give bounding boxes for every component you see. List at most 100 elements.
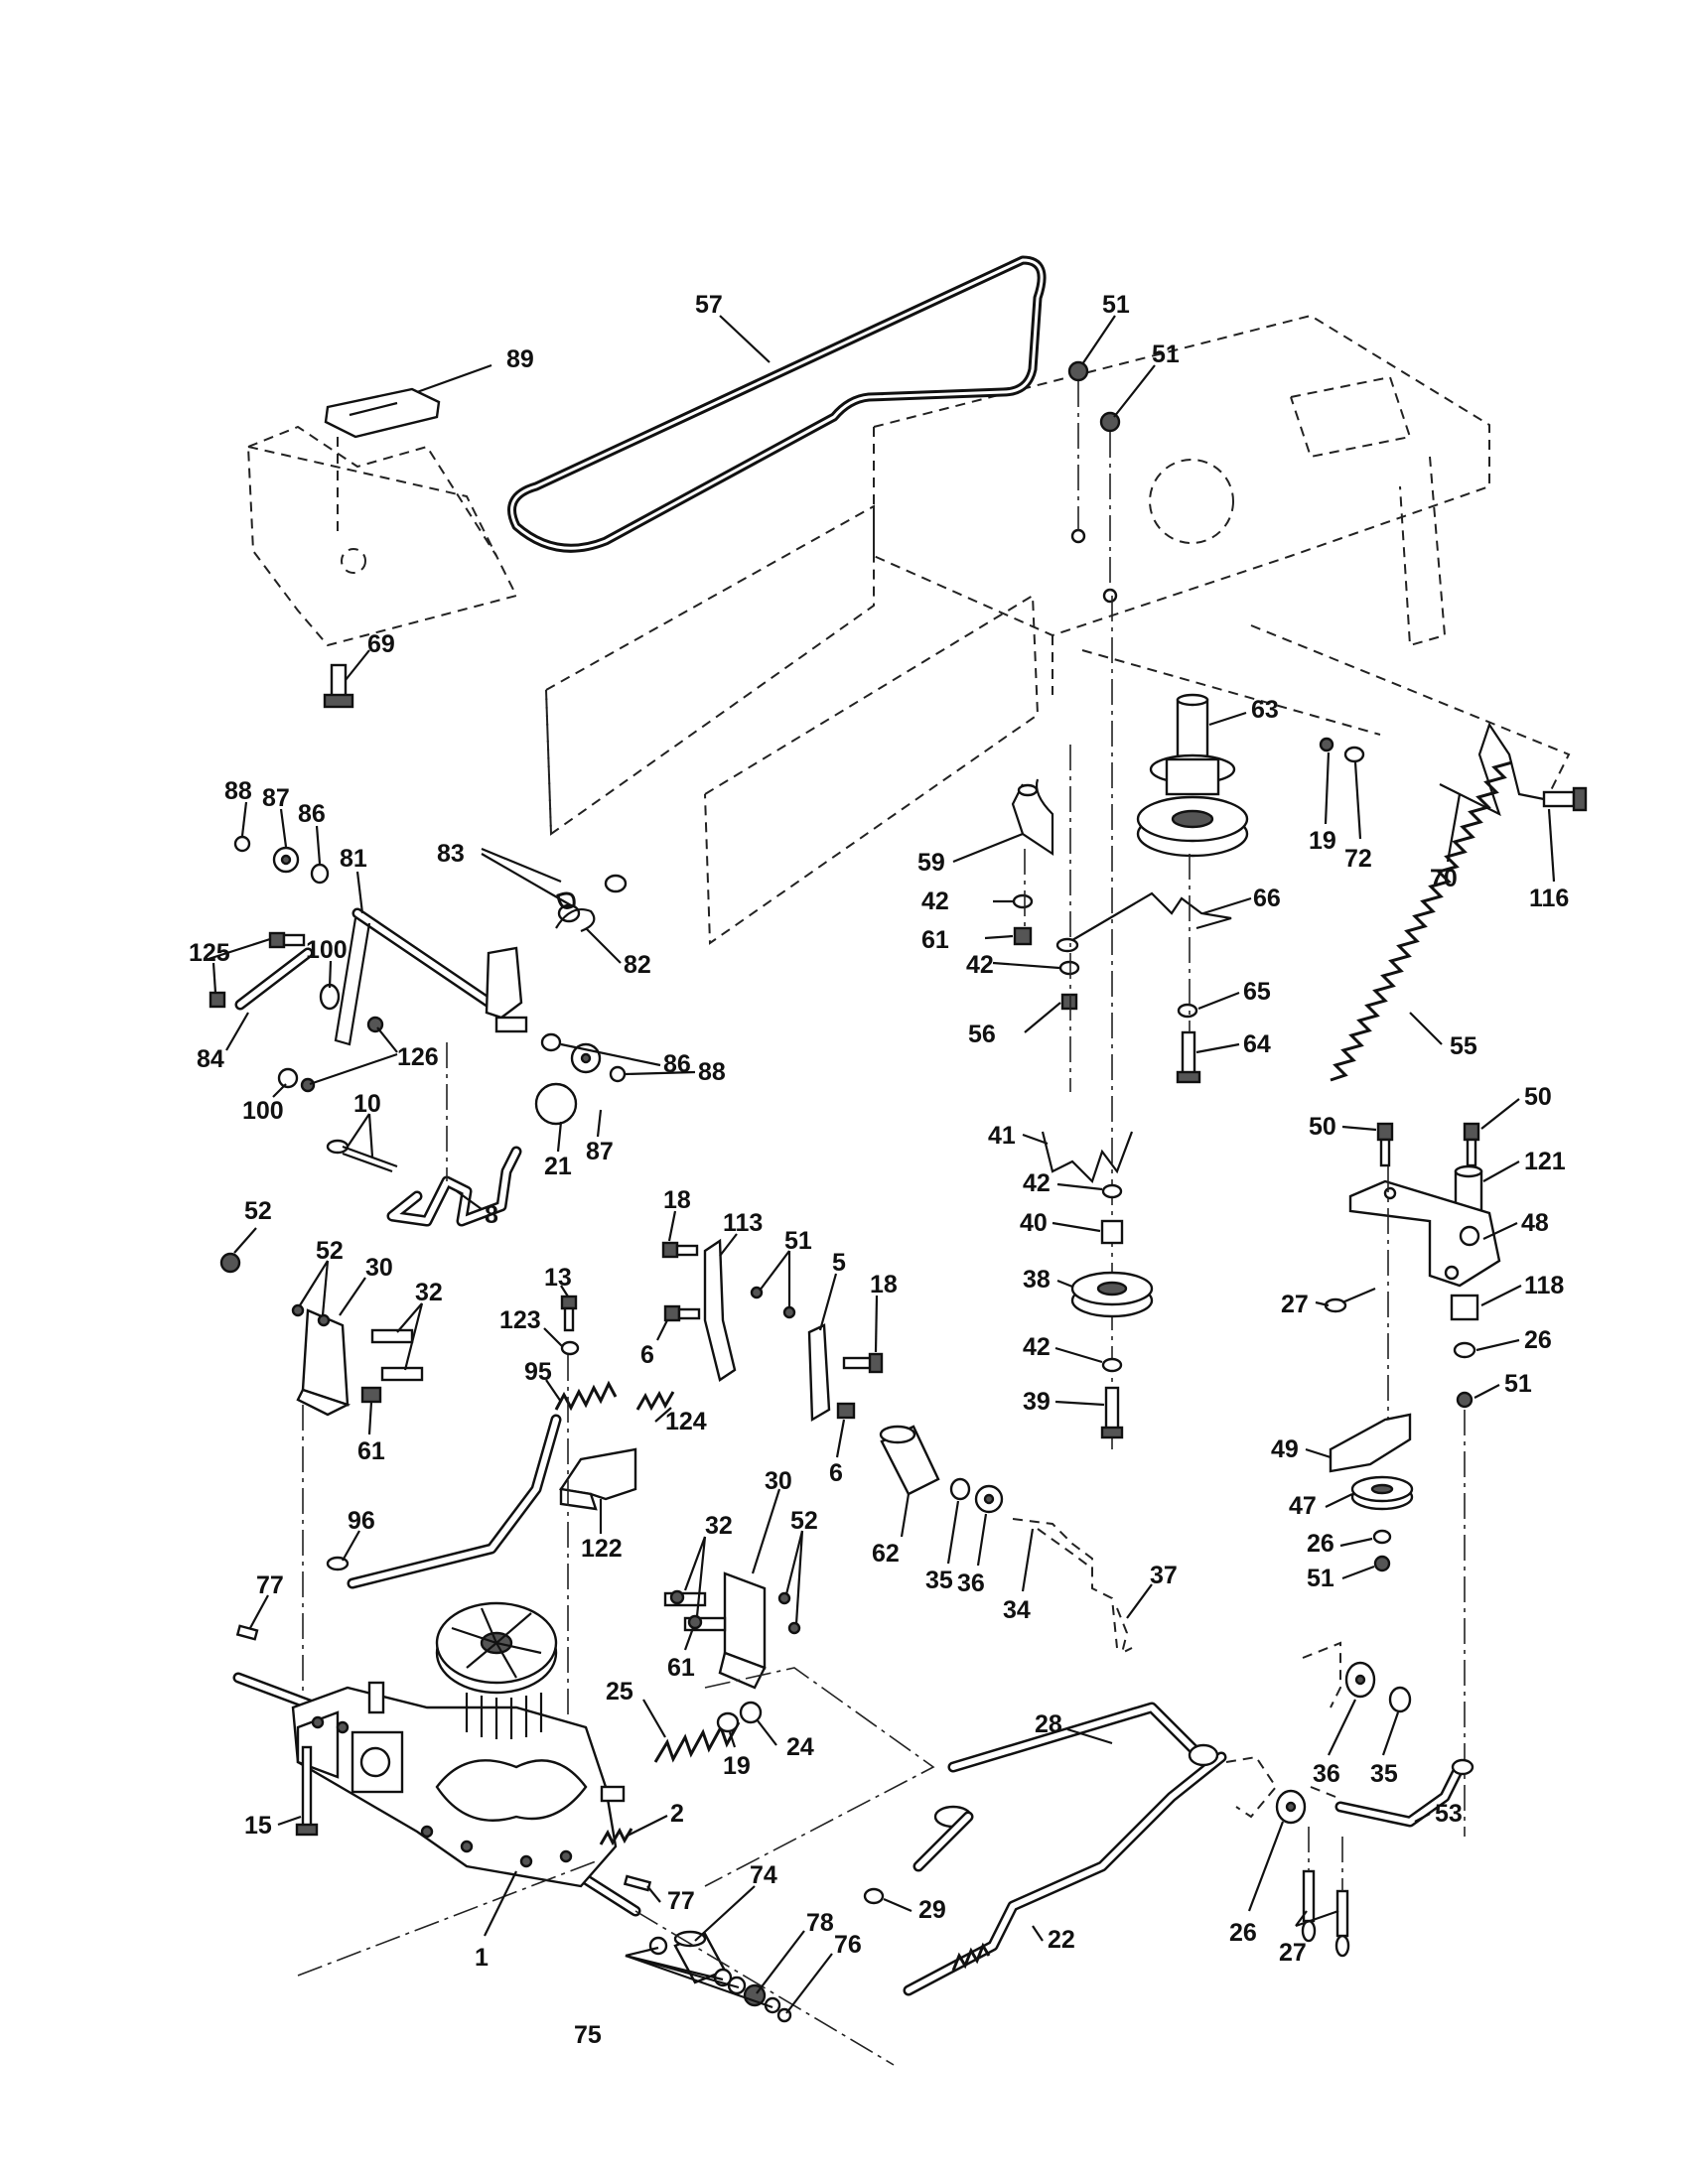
spring-25-hardware <box>599 1701 763 1892</box>
callout-label: 74 <box>750 1861 777 1889</box>
callout-label: 61 <box>667 1654 695 1682</box>
callout-label: 77 <box>667 1887 695 1915</box>
callout-label: 34 <box>1003 1596 1031 1624</box>
callout-label: 26 <box>1229 1919 1257 1947</box>
callout-label: 51 <box>1307 1565 1334 1592</box>
callout-label: 116 <box>1529 885 1569 912</box>
callout-label: 52 <box>244 1197 272 1225</box>
shift-rod-8-assembly <box>326 1042 578 1227</box>
shift-lever-hardware-right <box>540 1032 627 1083</box>
callout-label: 64 <box>1243 1030 1271 1058</box>
callout-label: 61 <box>921 926 949 954</box>
callout-label: 70 <box>1430 865 1458 892</box>
callout-label: 22 <box>1048 1926 1075 1954</box>
mounting-bracket-30-center <box>663 1571 801 1690</box>
callout-label: 36 <box>957 1570 985 1597</box>
callout-label: 48 <box>1521 1209 1549 1237</box>
chassis-frame-outline <box>247 314 1571 945</box>
callout-label: 124 <box>665 1408 707 1435</box>
callout-label: 63 <box>1251 696 1279 724</box>
linkage-rod-70 <box>1439 722 1588 817</box>
engine-pulley-assembly <box>1136 693 1249 858</box>
callout-label: 19 <box>1309 827 1336 855</box>
callout-label: 40 <box>1020 1209 1048 1237</box>
callout-label: 59 <box>917 849 945 877</box>
callout-label: 49 <box>1271 1435 1299 1463</box>
callout-label: 96 <box>348 1507 375 1535</box>
callout-label: 100 <box>306 936 348 964</box>
callout-label: 19 <box>723 1752 751 1780</box>
callout-label: 30 <box>765 1467 792 1495</box>
callout-label: 6 <box>640 1341 654 1369</box>
eye-bolts-27-lower <box>1301 1827 1350 1958</box>
callout-label: 18 <box>663 1186 691 1214</box>
callout-label: 51 <box>1102 291 1130 319</box>
callout-label: 75 <box>574 2021 602 2049</box>
callout-label: 77 <box>256 1571 284 1599</box>
nut-51-part <box>1067 360 1121 604</box>
callout-label: 52 <box>790 1507 818 1535</box>
callout-label: 66 <box>1253 885 1281 912</box>
callout-label: 84 <box>197 1045 224 1073</box>
idler-pulley-47-assembly <box>1329 1413 1414 1572</box>
callout-label: 121 <box>1524 1148 1566 1175</box>
callout-label: 125 <box>189 939 230 967</box>
callout-label: 69 <box>367 630 395 658</box>
callout-label: 72 <box>1344 845 1372 873</box>
idler-arm-66 <box>1055 891 1232 953</box>
drive-belt <box>507 255 1047 553</box>
callout-label: 95 <box>524 1358 552 1386</box>
callout-label: 32 <box>705 1512 733 1540</box>
callout-label: 36 <box>1313 1760 1340 1788</box>
callout-label: 24 <box>786 1733 814 1761</box>
brake-rod-95-assembly <box>326 1295 675 1717</box>
callout-label: 35 <box>1370 1760 1398 1788</box>
callout-label: 18 <box>870 1271 898 1298</box>
nut-washer-19-72 <box>1319 737 1365 763</box>
callout-label: 42 <box>921 887 949 915</box>
callout-label: 87 <box>586 1138 614 1165</box>
spring-55 <box>1330 760 1513 1082</box>
callout-label: 57 <box>695 291 723 319</box>
leader-lines <box>208 315 1556 2014</box>
callout-label: 52 <box>316 1237 344 1265</box>
callout-label: 122 <box>581 1535 623 1563</box>
callout-label: 50 <box>1524 1083 1552 1111</box>
callout-label: 61 <box>357 1437 385 1465</box>
callout-label: 100 <box>242 1097 284 1125</box>
callout-label: 78 <box>806 1909 834 1937</box>
bolt-69-part <box>323 663 354 709</box>
callout-label: 83 <box>437 840 465 868</box>
idler-bracket-48-assembly <box>1348 1122 1501 1837</box>
callout-label: 65 <box>1243 978 1271 1006</box>
callout-label: 86 <box>663 1050 691 1078</box>
callout-label: 118 <box>1524 1272 1564 1299</box>
brackets-113-5 <box>661 1238 884 1423</box>
callout-label: 13 <box>544 1264 572 1292</box>
callout-label: 47 <box>1289 1492 1317 1520</box>
callout-label: 10 <box>353 1090 381 1118</box>
callout-label: 123 <box>499 1306 541 1334</box>
callout-label: 30 <box>365 1254 393 1282</box>
callout-label: 42 <box>1023 1333 1051 1361</box>
callout-label: 113 <box>723 1209 763 1237</box>
callout-label: 86 <box>298 800 326 828</box>
callout-label: 53 <box>1435 1800 1463 1828</box>
callout-label: 26 <box>1307 1530 1334 1558</box>
callout-label: 5 <box>832 1249 846 1277</box>
callout-label: 35 <box>925 1567 953 1594</box>
callout-label: 51 <box>784 1227 812 1255</box>
key-77-bolt-15 <box>235 1624 319 1837</box>
callout-label: 56 <box>968 1021 996 1048</box>
callout-label: 2 <box>670 1800 684 1828</box>
callout-label: 88 <box>224 777 252 805</box>
callout-label: 1 <box>475 1944 489 1972</box>
callout-label: 25 <box>606 1678 633 1706</box>
callout-label: 32 <box>415 1279 443 1306</box>
callout-label: 81 <box>340 845 367 873</box>
callout-label: 87 <box>262 784 290 812</box>
callout-label: 8 <box>485 1201 498 1229</box>
callout-label: 62 <box>872 1540 900 1568</box>
callout-label: 51 <box>1504 1370 1532 1398</box>
callout-label: 27 <box>1279 1939 1307 1967</box>
